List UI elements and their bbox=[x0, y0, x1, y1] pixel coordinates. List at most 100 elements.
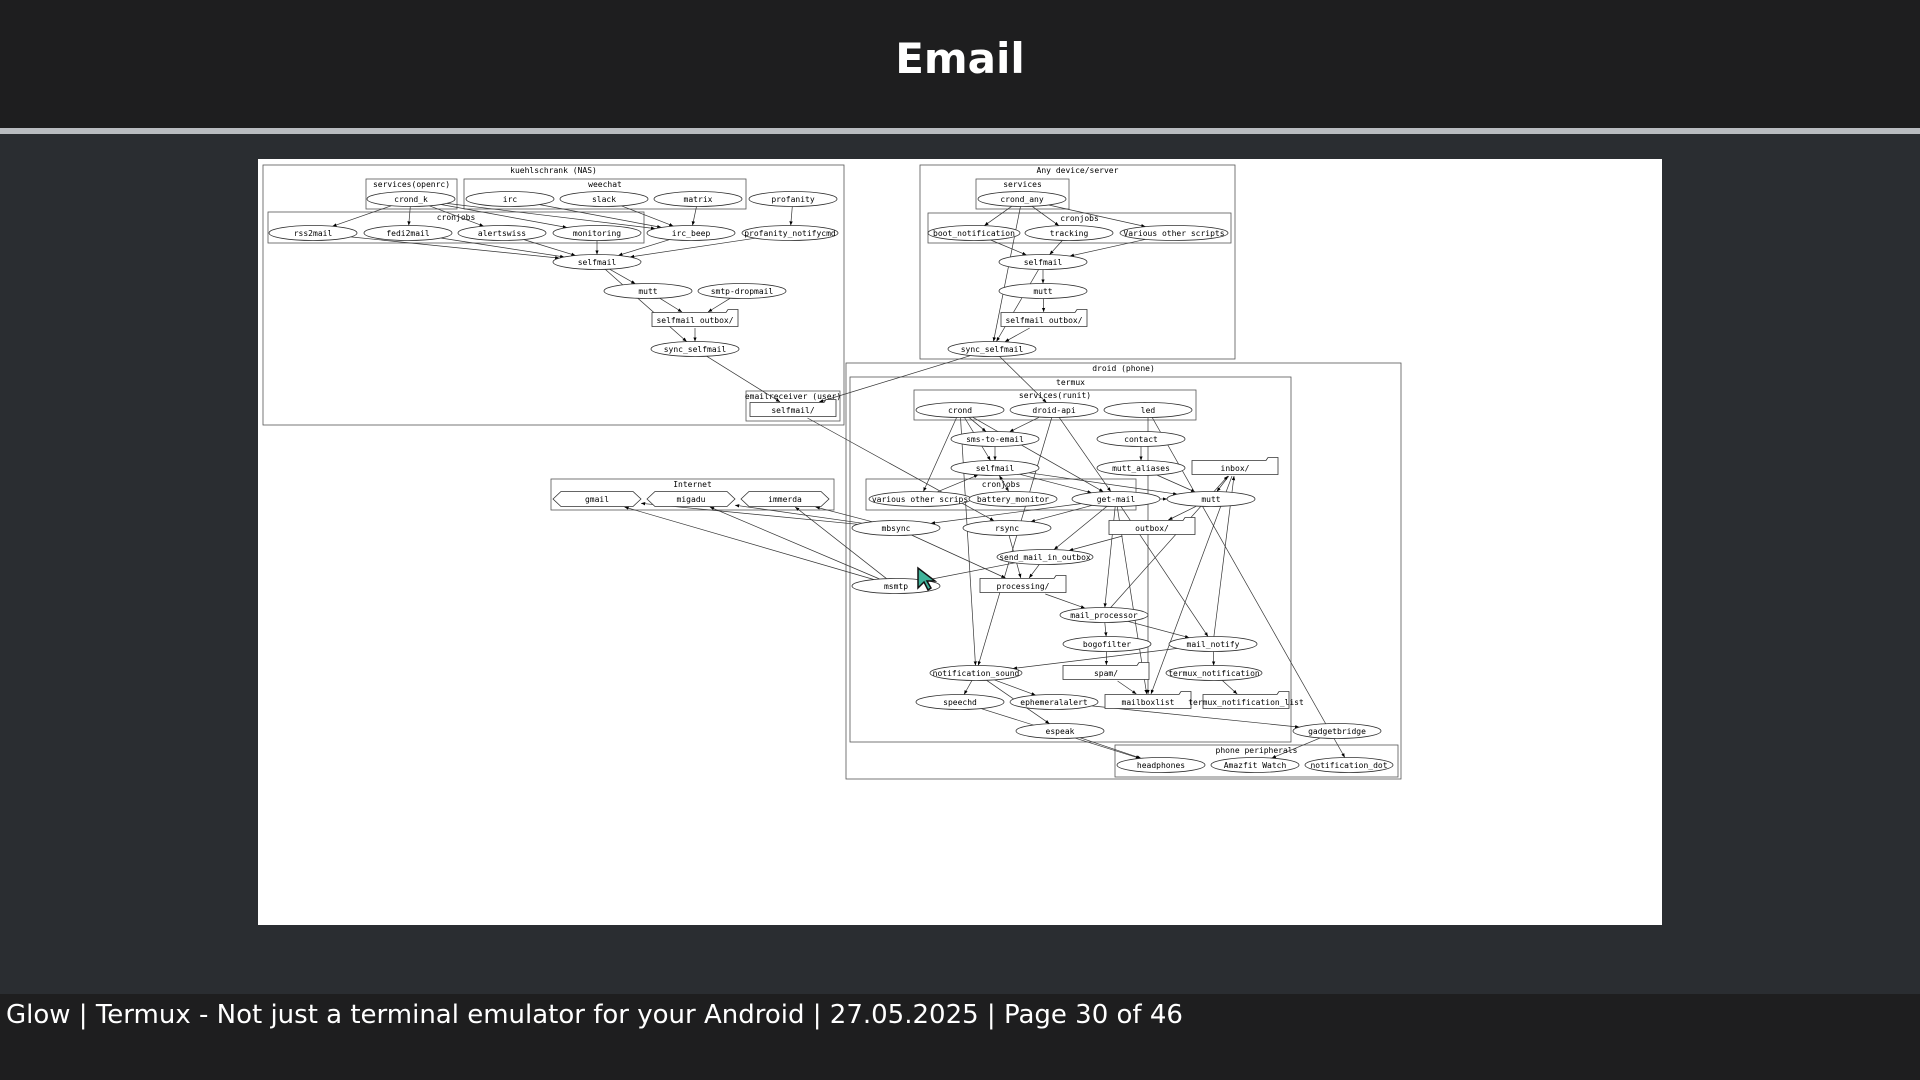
node-mail-processor: mail_processor bbox=[1059, 607, 1149, 623]
node-label: processing/ bbox=[997, 582, 1050, 591]
header-divider bbox=[0, 128, 1920, 134]
node-inbox: inbox/ bbox=[1191, 457, 1279, 475]
node-label: selfmail bbox=[578, 258, 617, 267]
node-mbsync: mbsync bbox=[851, 520, 941, 536]
edge-gadgetbridge-to-amazfit bbox=[1271, 737, 1321, 759]
edge-outbox-a-to-sync-a bbox=[1004, 327, 1030, 343]
cluster-label: droid (phone) bbox=[1092, 364, 1155, 373]
edge-mutt-k-to-outbox-k bbox=[659, 297, 683, 313]
node-label: mailboxlist bbox=[1122, 698, 1175, 707]
node-bogofilter: bogofilter bbox=[1062, 636, 1152, 652]
node-label: rsync bbox=[995, 524, 1019, 533]
node-sync-a: sync_selfmail bbox=[947, 341, 1037, 357]
node-label: various other scrips bbox=[872, 495, 969, 504]
edge-crond-k-to-alertswiss bbox=[429, 205, 484, 227]
node-label: profanity_notifycmd bbox=[744, 229, 836, 238]
edge-crond-k-to-irc-beep bbox=[446, 203, 656, 230]
node-label: notification_sound bbox=[933, 669, 1020, 678]
cluster-c-weechat: weechat bbox=[463, 178, 747, 210]
node-outbox-t: outbox/ bbox=[1108, 517, 1196, 535]
cluster-label: services(openrc) bbox=[373, 180, 450, 189]
node-label: selfmail bbox=[1024, 258, 1063, 267]
edge-mail-notify-to-notification-sound bbox=[1012, 648, 1178, 670]
node-slack: slack bbox=[559, 191, 649, 207]
node-outbox-k: selfmail outbox/ bbox=[651, 309, 739, 327]
edge-boot-notification-to-selfmail-a bbox=[990, 239, 1027, 256]
node-crond-k: crond_k bbox=[366, 191, 456, 207]
node-label: gadgetbridge bbox=[1308, 727, 1366, 736]
edge-crond-t-to-notification-sound bbox=[960, 417, 977, 666]
cluster-label: emailreceiver (user) bbox=[745, 392, 841, 401]
node-smtp-dropmail: smtp-dropmail bbox=[697, 283, 787, 299]
node-label: migadu bbox=[677, 495, 706, 504]
cluster-label: services(runit) bbox=[1019, 391, 1091, 400]
cluster-label: Internet bbox=[673, 480, 712, 489]
node-label: profanity bbox=[771, 195, 815, 204]
edge-various-any-to-selfmail-a bbox=[1069, 239, 1146, 257]
edge-sync-k-to-selfmail-dir bbox=[706, 355, 781, 403]
node-get-mail: get-mail bbox=[1071, 491, 1161, 507]
cluster-c-nas: kuehlschrank (NAS) bbox=[262, 164, 845, 426]
node-mailboxlist: mailboxlist bbox=[1104, 691, 1192, 709]
node-alertswiss: alertswiss bbox=[457, 225, 547, 241]
edge-crond-t-to-get-mail bbox=[972, 416, 1104, 493]
edge-crond-any-to-tracking bbox=[1031, 206, 1060, 226]
edge-send-mail-to-processing bbox=[1028, 564, 1040, 579]
node-headphones: headphones bbox=[1116, 757, 1206, 773]
cluster-c-openrc: services(openrc) bbox=[365, 178, 458, 210]
cluster-c-any-srv: services bbox=[975, 178, 1070, 210]
node-irc: irc bbox=[465, 191, 555, 207]
edge-droid-api-to-get-mail bbox=[1058, 417, 1112, 492]
node-processing: processing/ bbox=[979, 575, 1067, 593]
edge-crond-k-to-fedi2mail bbox=[407, 206, 411, 226]
node-amazfit: Amazfit Watch bbox=[1210, 757, 1300, 773]
cluster-c-droid: droid (phone) bbox=[845, 362, 1402, 780]
node-label: matrix bbox=[684, 195, 713, 204]
node-label: espeak bbox=[1046, 727, 1075, 736]
cluster-c-periph: phone peripherals bbox=[1114, 744, 1399, 778]
node-mutt-aliases: mutt_aliases bbox=[1096, 460, 1186, 476]
node-mutt-t: mutt bbox=[1166, 491, 1256, 507]
slide-header bbox=[0, 0, 1920, 128]
node-label: msmtp bbox=[884, 582, 908, 591]
node-label: mutt bbox=[638, 287, 657, 296]
node-label: battery_monitor bbox=[977, 495, 1049, 504]
cluster-label: termux bbox=[1056, 378, 1085, 387]
node-gadgetbridge: gadgetbridge bbox=[1292, 723, 1382, 739]
cluster-c-any: Any device/server bbox=[919, 164, 1236, 360]
edge-slack-to-irc-beep bbox=[621, 205, 674, 227]
edge-fedi2mail-to-selfmail-k bbox=[440, 237, 565, 259]
edge-selfmail-t-to-get-mail bbox=[1019, 473, 1092, 494]
node-label: selfmail/ bbox=[771, 406, 815, 415]
node-label: crond_any bbox=[1000, 195, 1044, 204]
node-tracking: tracking bbox=[1024, 225, 1114, 241]
edge-battery-monitor-to-selfmail-t bbox=[998, 475, 1010, 492]
node-label: boot_notification bbox=[933, 229, 1015, 238]
edge-msmtp-to-gmail bbox=[624, 506, 874, 580]
node-migadu: migadu bbox=[646, 491, 736, 507]
node-label: selfmail bbox=[976, 464, 1015, 473]
cluster-c-inet: Internet bbox=[550, 478, 835, 511]
node-label: inbox/ bbox=[1221, 464, 1250, 473]
node-monitoring: monitoring bbox=[552, 225, 642, 241]
edge-selfmail-k-to-mutt-k bbox=[609, 268, 636, 285]
node-label: alertswiss bbox=[478, 229, 526, 238]
node-label: mutt bbox=[1201, 495, 1220, 504]
node-label: crond_k bbox=[394, 195, 428, 204]
edge-crond-any-to-sync-a bbox=[992, 206, 1021, 342]
node-rsync: rsync bbox=[962, 520, 1052, 536]
edge-msmtp-to-migadu bbox=[709, 506, 880, 580]
edge-led-to-notification-dot bbox=[1151, 417, 1346, 758]
edge-sync-a-to-selfmail-dir bbox=[818, 355, 971, 403]
node-label: slack bbox=[592, 195, 616, 204]
node-label: outbox/ bbox=[1135, 524, 1169, 533]
node-label: selfmail outbox/ bbox=[1005, 316, 1082, 325]
edge-outbox-t-to-send-mail bbox=[1068, 535, 1123, 552]
node-outbox-a: selfmail outbox/ bbox=[1000, 309, 1088, 327]
node-label: crond bbox=[948, 406, 972, 415]
node-label: rss2mail bbox=[294, 229, 333, 238]
edge-profanity-to-profanity-notifycmd bbox=[789, 206, 793, 226]
node-send-mail: send_mail_in_outbox bbox=[996, 549, 1094, 565]
edge-crond-t-to-sms-to-email bbox=[968, 417, 987, 432]
node-label: mail_notify bbox=[1187, 640, 1240, 649]
